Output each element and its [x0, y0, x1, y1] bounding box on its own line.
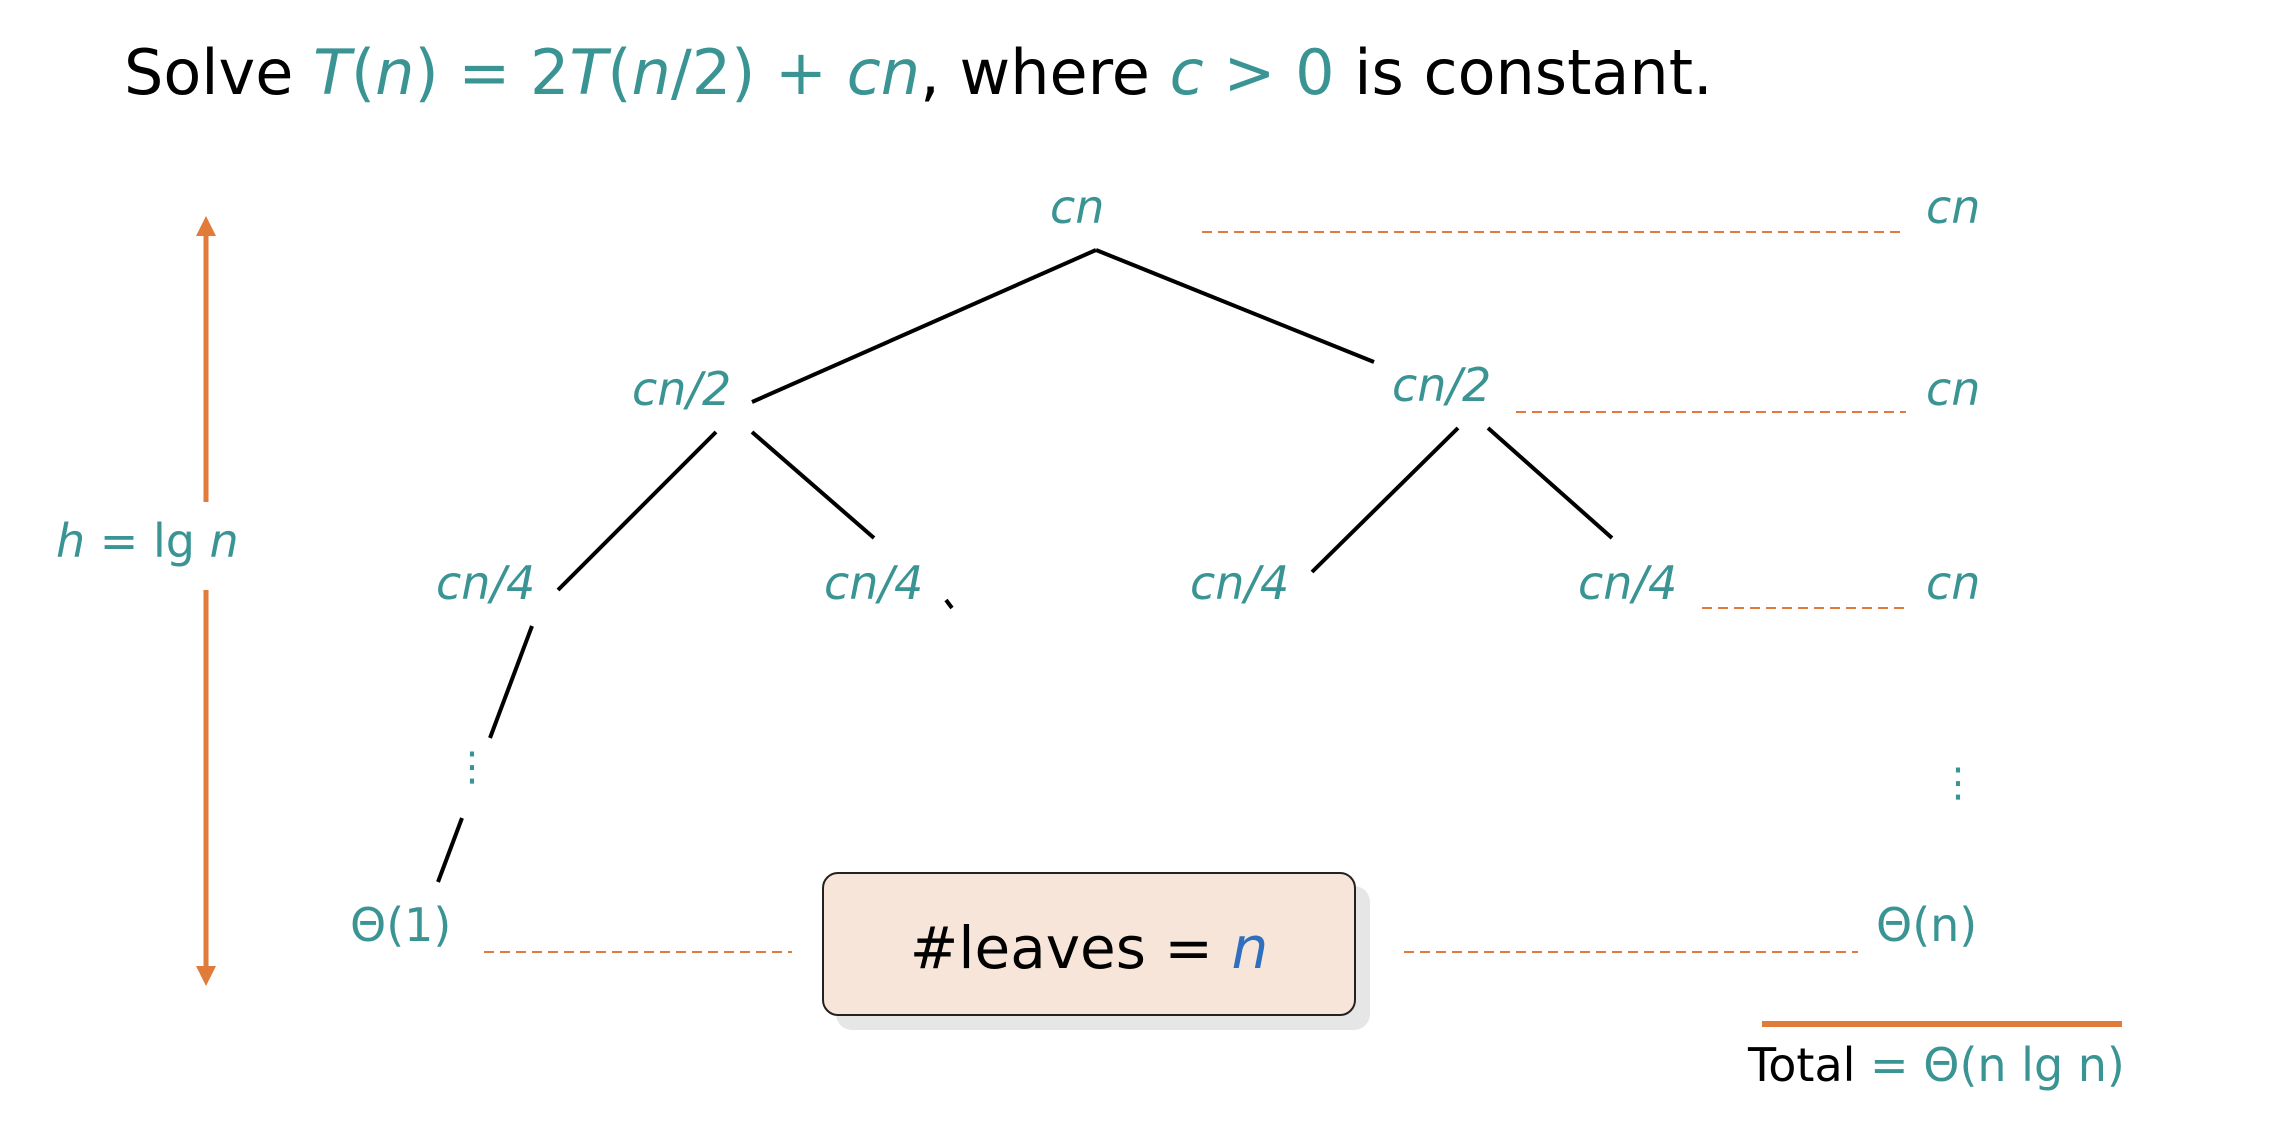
- tree-dots: ⋮: [452, 744, 492, 790]
- total-eq: =: [1855, 1038, 1924, 1092]
- node-l1-left-text: cn/2: [632, 362, 732, 416]
- edge-path-lower: [436, 817, 464, 883]
- title-n2: n: [631, 36, 671, 109]
- node-l2-1-text: cn/4: [436, 556, 536, 610]
- title-paren1: (: [350, 36, 376, 109]
- row-sum-1: cn: [1926, 362, 1981, 416]
- node-l2-3-text: cn/4: [1190, 556, 1290, 610]
- problem-statement: Solve T(n) = 2T(n/2) + cn, where c > 0 i…: [124, 36, 1713, 109]
- title-mid2: /2) +: [670, 36, 847, 109]
- height-eq: = lg: [85, 514, 210, 568]
- row-sum-0: cn: [1926, 180, 1981, 234]
- title-paren2: (: [607, 36, 632, 109]
- node-l1-right-text: cn/2: [1392, 358, 1492, 412]
- total-value: Θ(n lg n): [1923, 1038, 2125, 1092]
- title-mid1: ) = 2: [414, 36, 570, 109]
- edge-root-left: [751, 248, 1097, 404]
- title-c: c: [1169, 36, 1204, 109]
- node-l2-4: cn/4: [1578, 556, 1677, 610]
- edge-r1-rl: [1310, 426, 1460, 574]
- row-sum-leaf: Θ(n): [1876, 898, 1978, 952]
- title-n1: n: [375, 36, 415, 109]
- node-leaf: Θ(1): [350, 898, 452, 952]
- node-l1-left: cn/2: [632, 362, 731, 416]
- height-n: n: [209, 514, 239, 568]
- edge-l1-lr: [750, 430, 876, 540]
- arrowhead-up: [196, 216, 216, 236]
- title-gt: > 0: [1203, 36, 1335, 109]
- edge-r1-rr: [1486, 426, 1614, 540]
- leaves-n: n: [1231, 914, 1269, 982]
- node-l2-4-text: cn/4: [1578, 556, 1678, 610]
- node-l1-right: cn/2: [1392, 358, 1491, 412]
- leaves-label: #leaves =: [909, 914, 1232, 982]
- edge-root-right: [1095, 248, 1375, 364]
- title-where: , where: [920, 36, 1170, 109]
- edge-path-upper: [488, 625, 534, 739]
- node-root: cn: [1050, 180, 1105, 234]
- node-l2-1: cn/4: [436, 556, 535, 610]
- height-label: h = lg n: [56, 514, 239, 568]
- edge-l1-ll: [556, 430, 718, 592]
- row-sum-2: cn: [1926, 556, 1981, 610]
- total-line: Total = Θ(n lg n): [1748, 1038, 2125, 1092]
- node-l2-2: cn/4: [824, 556, 923, 610]
- total-label: Total: [1748, 1038, 1856, 1092]
- leaves-callout: #leaves = n: [822, 872, 1356, 1016]
- title-solve: Solve: [124, 36, 314, 109]
- node-l2-2-text: cn/4: [824, 556, 924, 610]
- node-l2-3: cn/4: [1190, 556, 1289, 610]
- arrowhead-down: [196, 966, 216, 986]
- leaves-text: #leaves = n: [824, 914, 1354, 982]
- height-h: h: [56, 514, 86, 568]
- title-T2: T: [569, 36, 608, 109]
- title-constant: is constant.: [1334, 36, 1713, 109]
- title-cn: cn: [846, 36, 921, 109]
- row-sum-dots: ⋮: [1938, 760, 1978, 806]
- edge-l1-lr-stub: [944, 598, 954, 610]
- title-T: T: [313, 36, 351, 109]
